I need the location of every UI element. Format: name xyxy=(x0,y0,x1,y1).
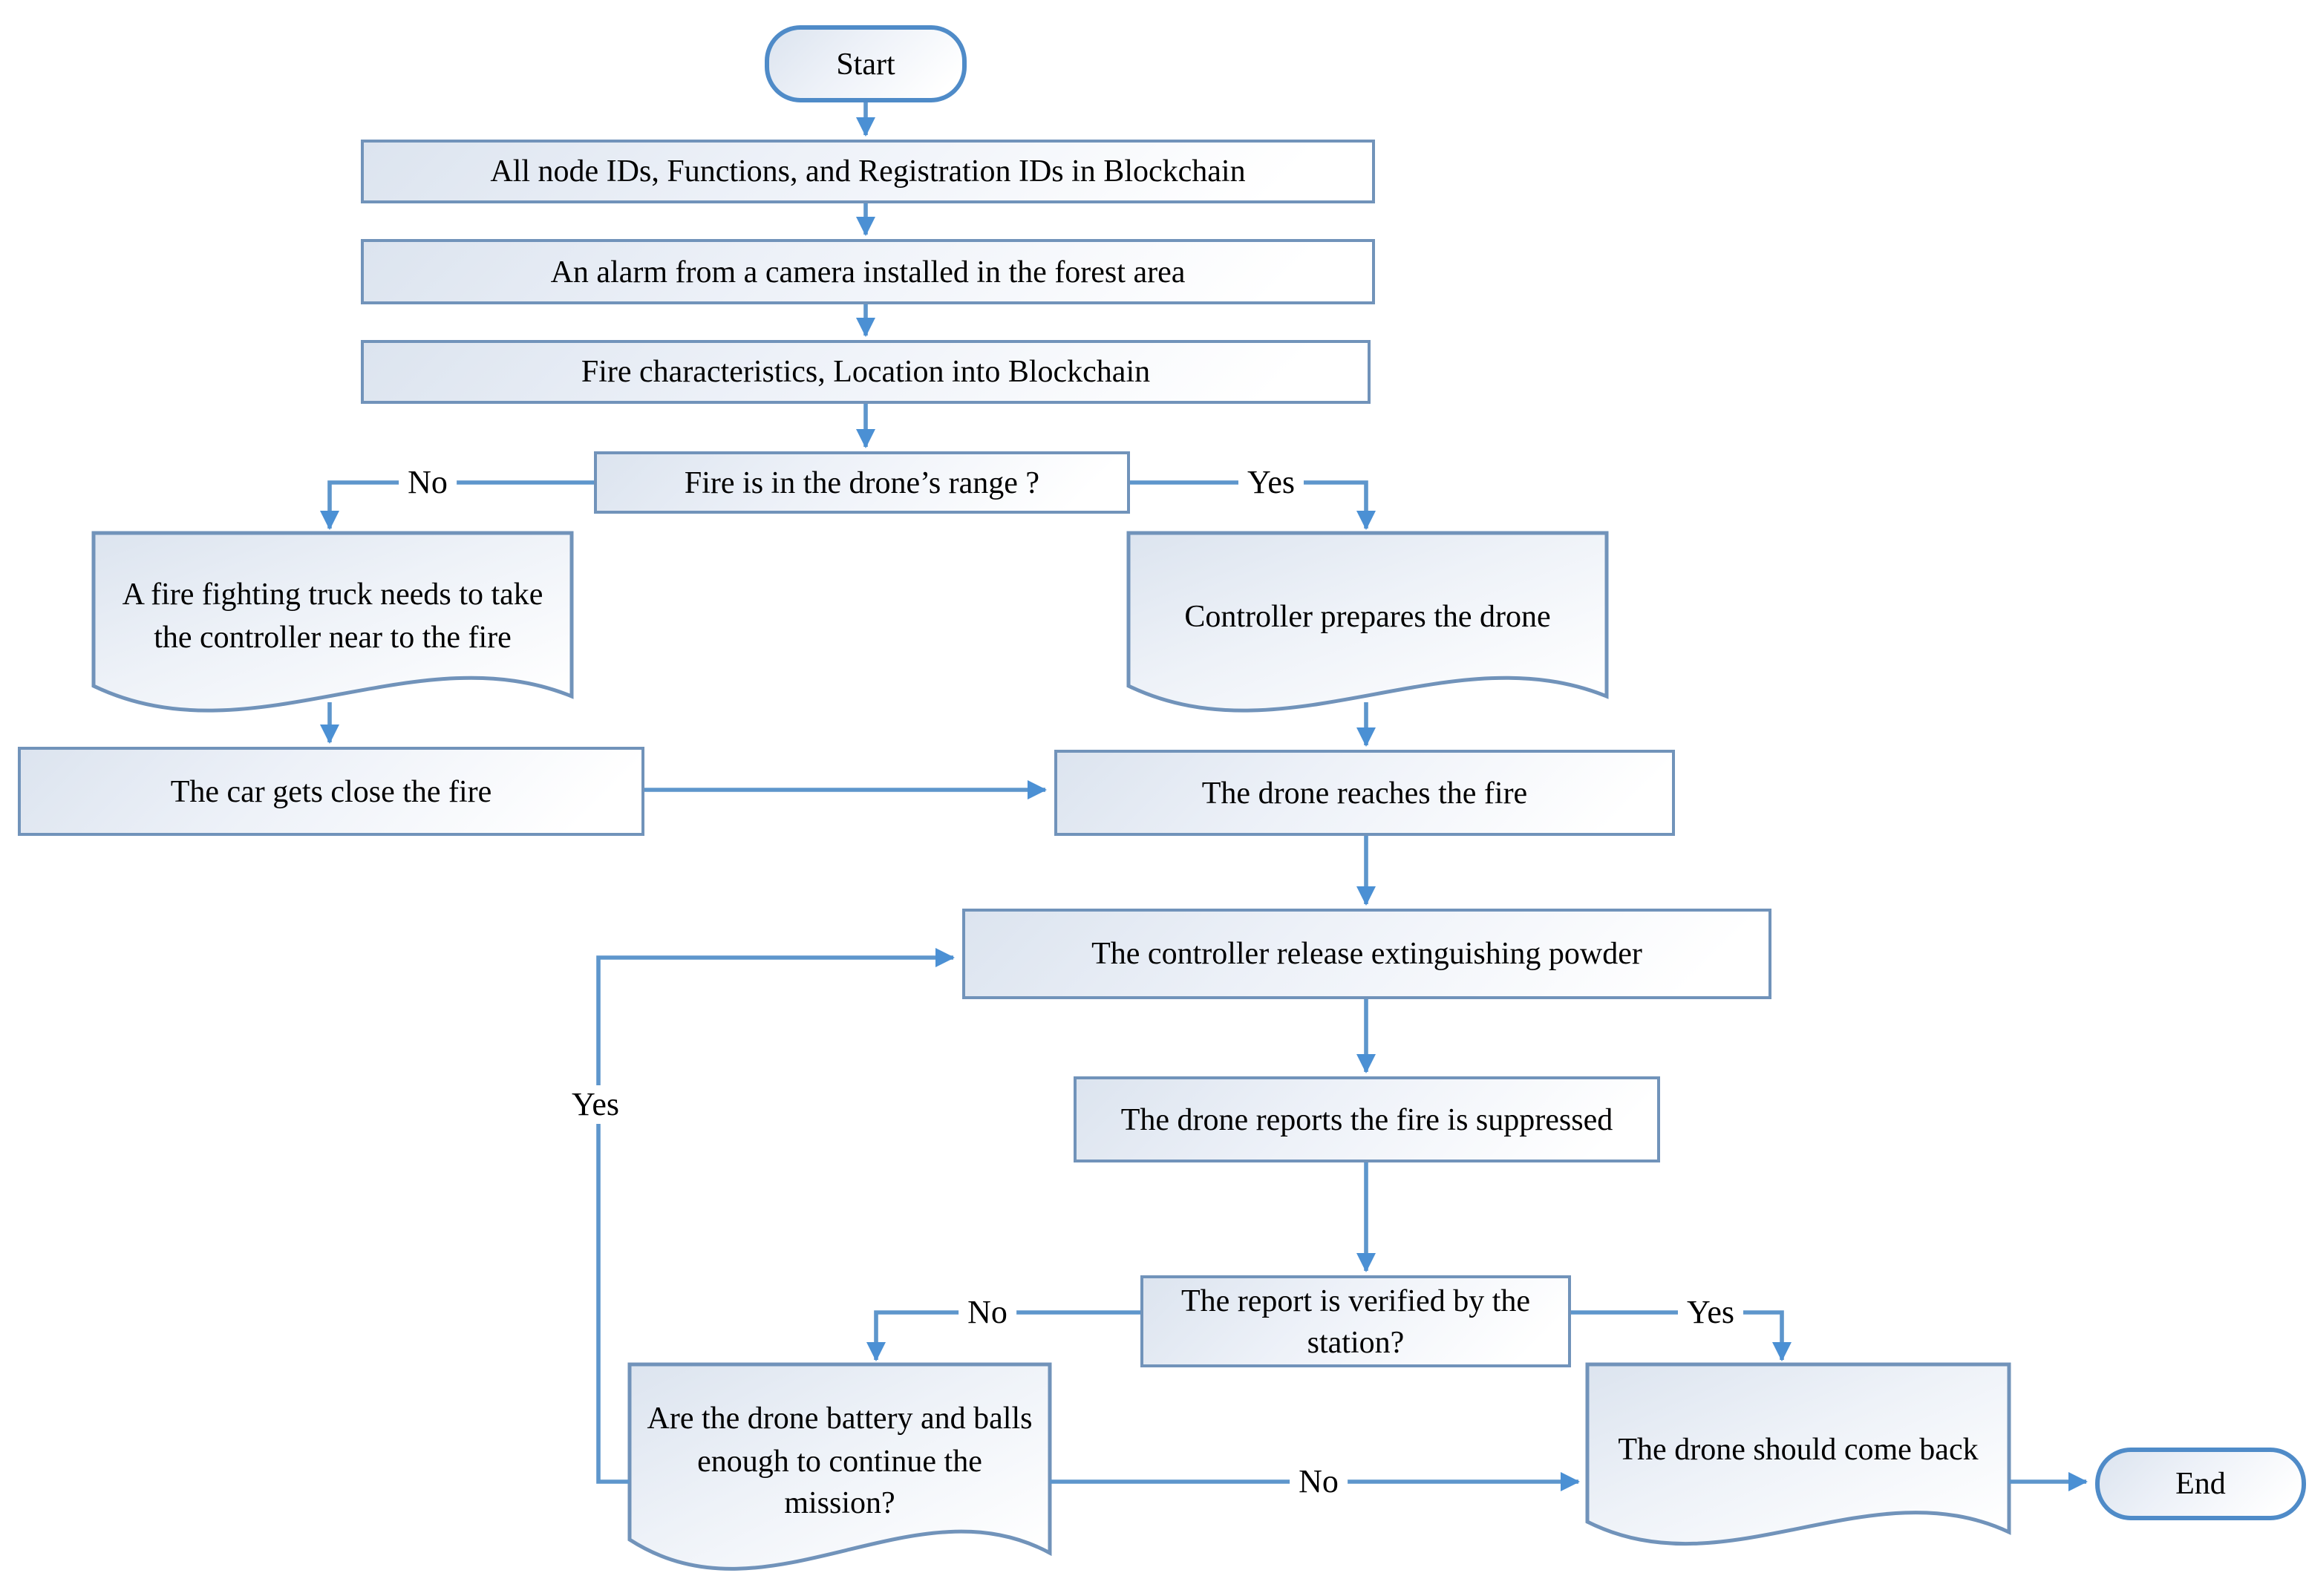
edge-verify-no-battery xyxy=(866,1310,1140,1361)
decision-drone-range: Fire is in the drone’s range ? xyxy=(594,451,1130,514)
edge-range-yes-prepare xyxy=(1130,480,1376,530)
process-register-blockchain: All node IDs, Functions, and Registratio… xyxy=(361,140,1375,203)
document-shape-battery-check xyxy=(627,1362,1052,1571)
process-release-powder: The controller release extinguishing pow… xyxy=(962,909,1771,999)
edge-label-battery-no: No xyxy=(1290,1462,1348,1501)
process-car-close-fire: The car gets close the fire xyxy=(18,747,644,836)
document-fire-truck-label: A fire fighting truck needs to take the … xyxy=(122,576,543,655)
document-battery-check-label: Are the drone battery and balls enough t… xyxy=(647,1399,1033,1521)
process-fire-characteristics: Fire characteristics, Location into Bloc… xyxy=(361,340,1371,404)
edge-verify-yes-comeback xyxy=(1571,1310,1792,1361)
edge-label-range-no: No xyxy=(399,463,457,502)
edge-label-verify-yes: Yes xyxy=(1677,1293,1744,1332)
document-shape-come-back xyxy=(1585,1362,2011,1546)
process-drone-reaches-fire: The drone reaches the fire xyxy=(1054,750,1675,836)
edge-label-range-yes: Yes xyxy=(1238,463,1304,502)
edge-range-no-truck xyxy=(320,480,594,530)
edge-label-battery-yes: Yes xyxy=(562,1085,629,1124)
decision-report-verified: The report is verified by the station? xyxy=(1140,1275,1571,1367)
edge-label-verify-no: No xyxy=(958,1293,1016,1332)
document-prepare-drone-label: Controller prepares the drone xyxy=(1184,598,1551,634)
end-node: End xyxy=(2095,1448,2306,1520)
document-come-back-label: The drone should come back xyxy=(1618,1430,1979,1467)
start-node: Start xyxy=(765,25,967,102)
document-shape-fire-truck xyxy=(91,531,574,713)
process-camera-alarm: An alarm from a camera installed in the … xyxy=(361,239,1375,304)
edge-battery-yes-release xyxy=(596,948,955,1484)
process-report-suppressed: The drone reports the fire is suppressed xyxy=(1074,1076,1660,1162)
document-shape-prepare-drone xyxy=(1126,531,1609,713)
